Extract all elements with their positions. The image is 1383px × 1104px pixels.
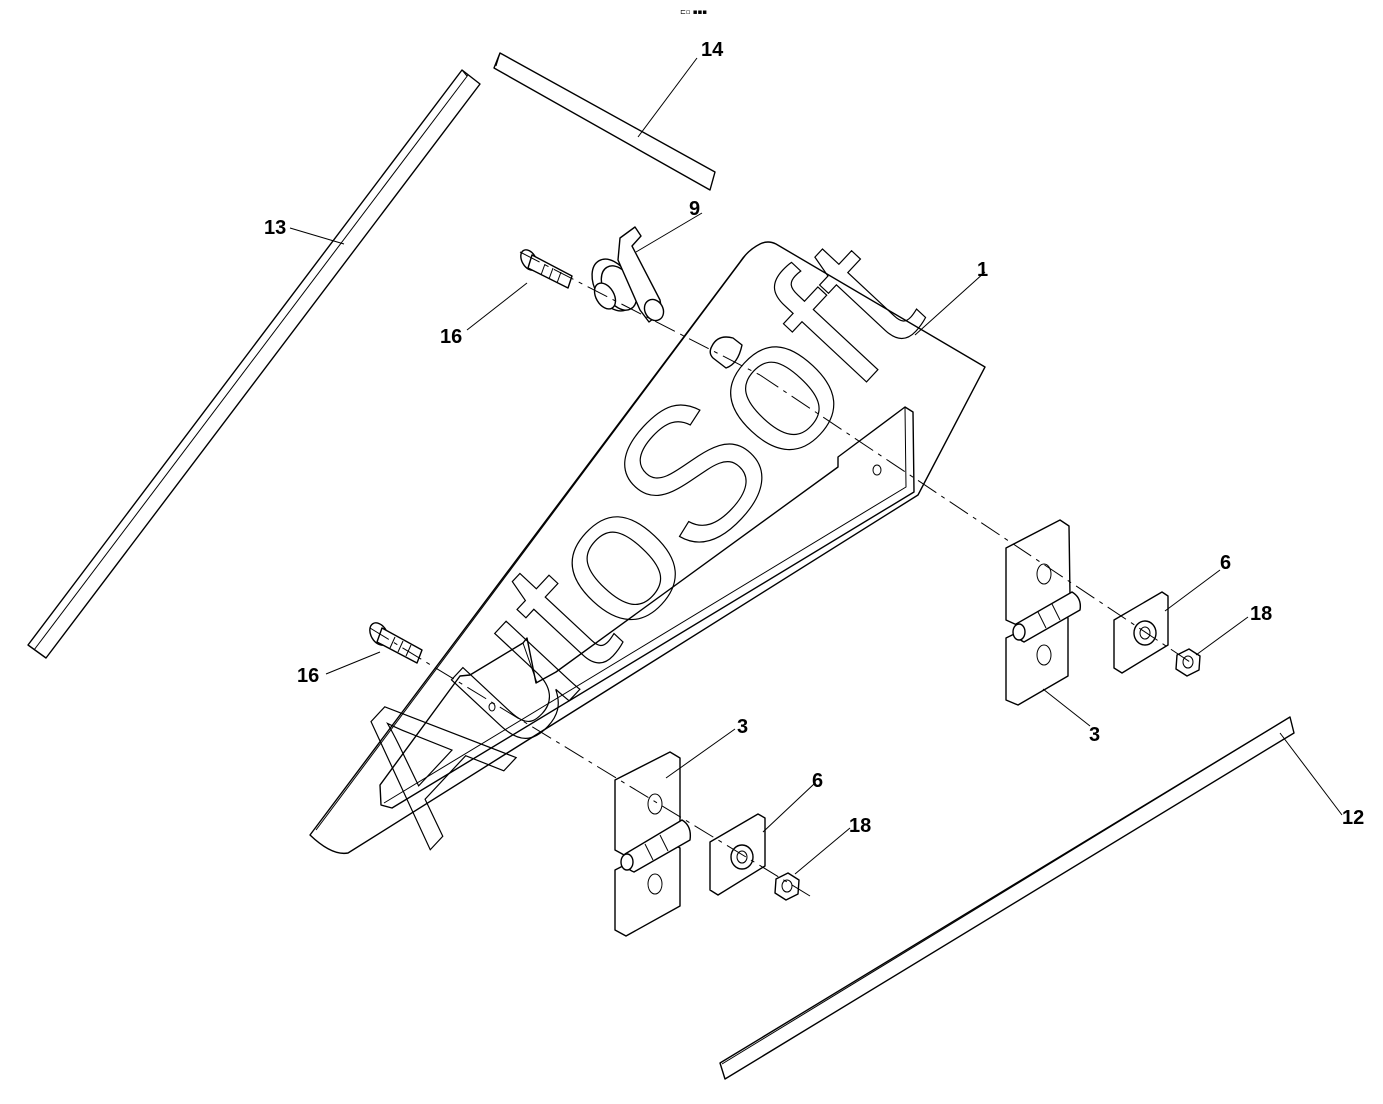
callout-3-right: 3 xyxy=(1089,724,1100,746)
leader-lines xyxy=(289,57,1343,875)
callout-9: 9 xyxy=(689,198,700,220)
part-6-plate-left xyxy=(709,813,766,896)
panel-hole-lower xyxy=(488,702,496,712)
callout-12: 12 xyxy=(1342,807,1364,829)
callout-14: 14 xyxy=(701,39,724,61)
part-9-latch xyxy=(591,226,665,323)
part-1-panel xyxy=(309,241,986,855)
part-13-strip xyxy=(27,69,481,659)
part-16-screw-upper xyxy=(520,249,573,289)
callout-6-left: 6 xyxy=(812,770,823,792)
callout-16-upper: 16 xyxy=(440,326,462,348)
callout-16-lower: 16 xyxy=(297,665,319,687)
callout-18-right: 18 xyxy=(1250,603,1272,625)
part-18-nut-left xyxy=(774,872,800,901)
part-12-strip xyxy=(719,716,1295,1080)
callout-18-left: 18 xyxy=(849,815,871,837)
callout-1: 1 xyxy=(977,259,988,281)
part-18-nut-right xyxy=(1175,648,1201,677)
part-3-hinge-left xyxy=(614,751,692,937)
part-14-strip xyxy=(493,52,716,191)
plug xyxy=(709,336,743,369)
panel-hole-upper xyxy=(872,464,882,476)
callout-3-left: 3 xyxy=(737,716,748,738)
header-mark: ⊏▫ ▪▪▪ xyxy=(680,8,707,16)
part-3-hinge-right xyxy=(1005,519,1082,706)
callouts: 1 14 9 13 16 16 6 18 3 3 6 18 12 xyxy=(264,39,1364,837)
part-6-plate-right xyxy=(1113,591,1169,674)
assembly-axes xyxy=(369,251,1191,897)
callout-13: 13 xyxy=(264,217,286,239)
callout-6-right: 6 xyxy=(1220,552,1231,574)
